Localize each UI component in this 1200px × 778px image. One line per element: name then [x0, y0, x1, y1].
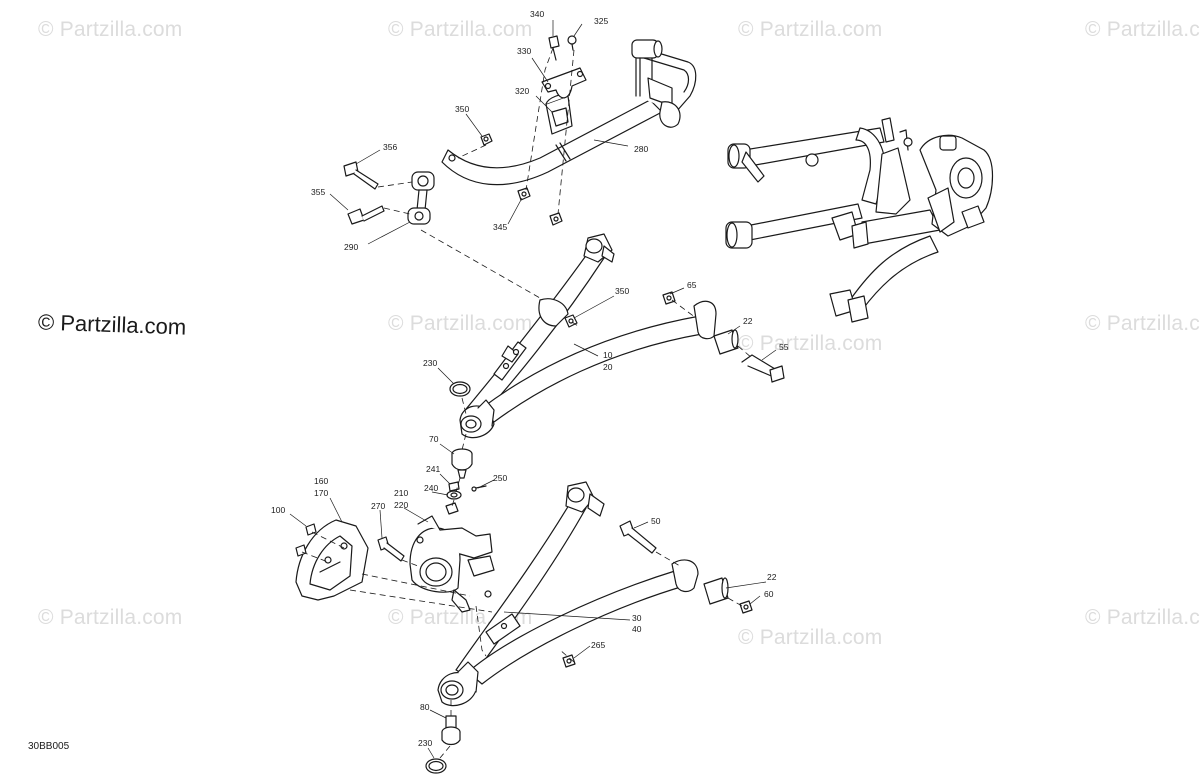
- callout-320: 320: [515, 86, 529, 96]
- retaining-ring-230-lower: [425, 758, 447, 774]
- watermark: © Partzilla.com: [38, 18, 183, 41]
- callout-40: 40: [632, 624, 642, 634]
- retaining-ring-230-upper: [449, 381, 471, 397]
- watermark: © Partzilla.com: [738, 18, 883, 41]
- callout-230-upper: 230: [423, 358, 437, 368]
- callout-290: 290: [344, 242, 358, 252]
- screw-100: [295, 523, 317, 557]
- upper-a-arm-10-20: [459, 233, 717, 439]
- callout-170: 170: [314, 488, 328, 498]
- clamp-330: [541, 67, 587, 99]
- callout-250: 250: [493, 473, 507, 483]
- callout-22-upper: 22: [743, 316, 753, 326]
- callout-265: 265: [591, 640, 605, 650]
- callout-241: 241: [426, 464, 440, 474]
- watermark: © Partzilla.com: [1085, 312, 1200, 335]
- callout-355: 355: [311, 187, 325, 197]
- bolt-356: [343, 161, 379, 190]
- callout-70: 70: [429, 434, 439, 444]
- callout-100: 100: [271, 505, 285, 515]
- nut-265: [562, 654, 576, 668]
- bolt-55: [741, 354, 785, 383]
- ball-joint-80: [441, 715, 461, 746]
- bolt-270: [377, 536, 405, 562]
- bolt-355: [347, 205, 385, 225]
- callout-340: 340: [530, 9, 544, 19]
- callout-160: 160: [314, 476, 328, 486]
- knuckle: [409, 515, 495, 613]
- callout-230-lower: 230: [418, 738, 432, 748]
- callout-22-lower: 22: [767, 572, 777, 582]
- nut-345: [517, 187, 563, 226]
- bushing-320: [545, 94, 573, 135]
- callout-240: 240: [424, 483, 438, 493]
- callout-50: 50: [651, 516, 661, 526]
- watermark: © Partzilla.com: [1085, 606, 1200, 629]
- callout-350-arm: 350: [615, 286, 629, 296]
- nut-60: [739, 600, 753, 614]
- callout-345: 345: [493, 222, 507, 232]
- callout-325: 325: [594, 16, 608, 26]
- leader-lines: [289, 20, 777, 759]
- stabilizer-bar-280: [441, 39, 697, 186]
- watermark: © Partzilla.com: [388, 312, 533, 335]
- washer-240: [446, 490, 462, 500]
- callout-350-top: 350: [455, 104, 469, 114]
- watermark: © Partzilla.com: [1085, 18, 1200, 41]
- nut-65: [662, 291, 676, 305]
- bolt-340: [548, 35, 560, 61]
- assembly-lines: [301, 47, 753, 759]
- callout-30: 30: [632, 613, 642, 623]
- callout-10: 10: [603, 350, 613, 360]
- bushing-22-upper: [713, 329, 739, 355]
- watermark: © Partzilla.com: [38, 606, 183, 629]
- suspension-assembly-view: [725, 117, 994, 323]
- callout-80: 80: [420, 702, 430, 712]
- callout-20: 20: [603, 362, 613, 372]
- callout-210: 210: [394, 488, 408, 498]
- bolt-50: [619, 520, 657, 554]
- ball-joint-70: [451, 448, 473, 479]
- bushing-22-lower: [703, 577, 729, 605]
- watermark: © Partzilla.com: [738, 626, 883, 649]
- callout-270: 270: [371, 501, 385, 511]
- callout-280: 280: [634, 144, 648, 154]
- cotter-pin-250: [471, 485, 487, 492]
- lower-a-arm-30-40: [437, 481, 699, 707]
- stabilizer-link-290: [407, 171, 435, 225]
- callout-55: 55: [779, 342, 789, 352]
- callout-60: 60: [764, 589, 774, 599]
- nut-350: [480, 133, 493, 146]
- screw-325: [567, 35, 577, 51]
- callout-356: 356: [383, 142, 397, 152]
- nut-210: [445, 502, 459, 515]
- callout-330: 330: [517, 46, 531, 56]
- callout-labels: 340 325 330 320 350 356 280 355 345 290 …: [271, 9, 789, 748]
- brake-shield-160-170: [295, 519, 369, 601]
- diagram-code: 30BB005: [28, 741, 70, 752]
- nut-241: [448, 481, 460, 492]
- watermark: © Partzilla.com: [388, 18, 533, 41]
- callout-220: 220: [394, 500, 408, 510]
- watermark: © Partzilla.com: [738, 332, 883, 355]
- callout-65: 65: [687, 280, 697, 290]
- nut-350-arm: [564, 314, 578, 328]
